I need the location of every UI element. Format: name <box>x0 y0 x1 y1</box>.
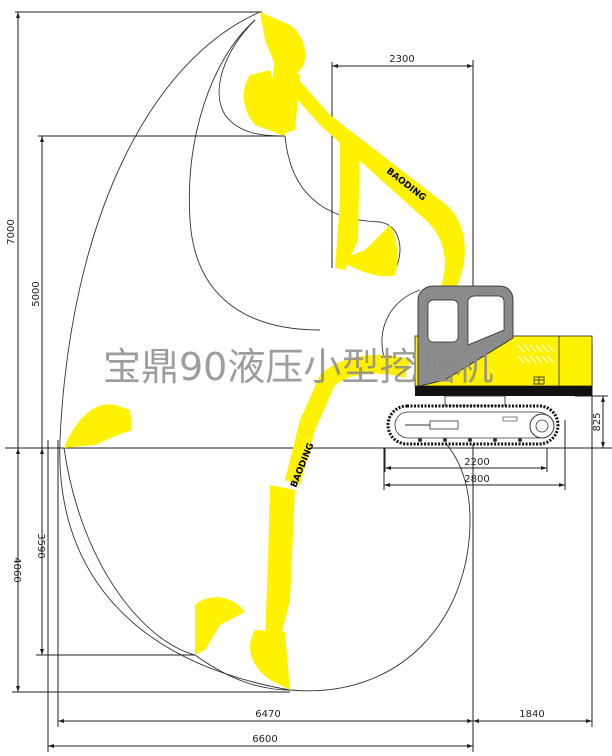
working-range-envelope <box>59 11 471 692</box>
label-max-reach: 6600 <box>252 734 277 745</box>
boom-lowered <box>285 355 410 485</box>
label-min-swing-radius: 2300 <box>389 54 414 65</box>
excavator-body <box>386 285 593 446</box>
deep-bucket <box>250 630 290 690</box>
lower-arm <box>265 485 295 640</box>
wall-bucket <box>195 597 245 655</box>
label-track-length: 2200 <box>464 457 489 468</box>
track-spring <box>429 420 459 430</box>
label-max-dumping-height: 5000 <box>31 281 42 306</box>
ground-bucket <box>64 404 132 448</box>
counterweight-base <box>415 386 592 396</box>
label-tail-swing-radius: 1840 <box>519 709 544 720</box>
dimension-labels: 7000 5000 4060 3590 2300 6470 1840 6600 … <box>6 54 603 745</box>
label-max-digging-height: 7000 <box>6 219 17 244</box>
boom-raised <box>280 70 465 290</box>
label-reach-ground: 6470 <box>255 709 280 720</box>
cab-window-left <box>427 299 459 343</box>
label-track-overall: 2800 <box>464 474 489 485</box>
crawler-track <box>386 404 560 446</box>
label-clearance: 825 <box>592 412 603 431</box>
top-bucket <box>260 12 306 80</box>
excavator-arm-positions <box>64 12 465 690</box>
vertical-arm <box>335 140 360 270</box>
cab-window-right <box>467 295 505 346</box>
label-vertical-wall-depth: 3590 <box>35 533 46 558</box>
label-max-digging-depth: 4060 <box>11 557 22 582</box>
engine-vent-hatch <box>517 344 555 364</box>
reach-bucket <box>340 225 398 277</box>
idler-wheel <box>529 413 555 439</box>
mid-bucket <box>243 70 285 136</box>
